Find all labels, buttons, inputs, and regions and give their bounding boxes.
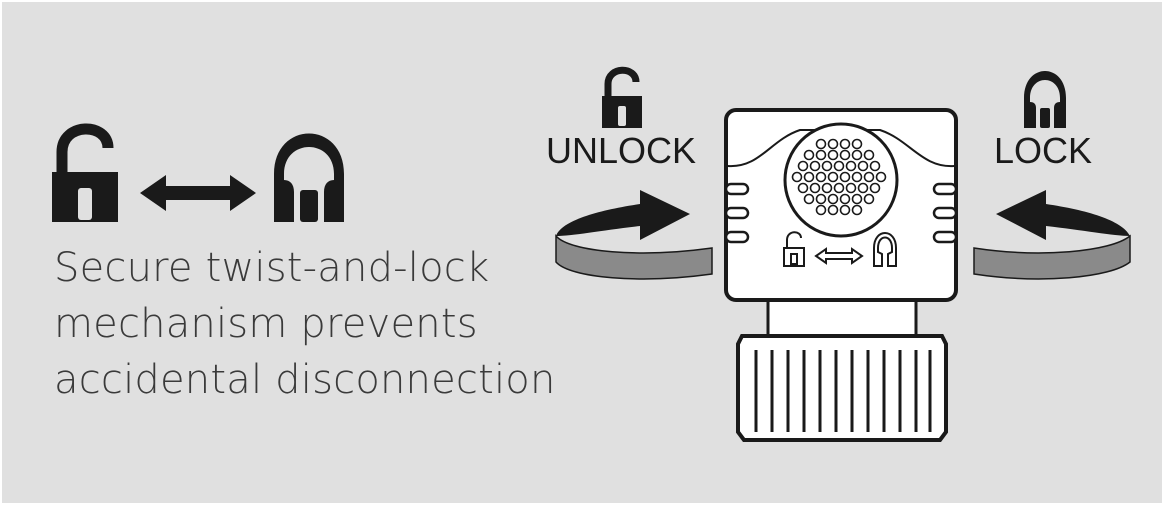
rotate-counterclockwise-arrow <box>973 190 1131 280</box>
housing-double-arrow-icon <box>814 247 864 265</box>
unlock-small-icon <box>602 66 642 128</box>
unlock-label: UNLOCK <box>546 130 697 171</box>
rotate-clockwise-arrow <box>555 190 713 280</box>
housing-unlock-icon <box>783 231 805 267</box>
caption-line-1: Secure twist-and-lock <box>54 245 490 291</box>
unlocked-padlock-icon <box>52 123 118 222</box>
housing-lock-icon <box>873 232 897 267</box>
feature-caption: Secure twist-and-lock mechanism prevents… <box>54 240 556 408</box>
lock-label: LOCK <box>994 130 1093 171</box>
caption-line-3: accidental disconnection <box>54 357 556 403</box>
lock-small-icon <box>1024 71 1066 128</box>
locked-padlock-icon <box>274 133 344 222</box>
connector-icon <box>724 108 958 442</box>
caption-line-2: mechanism prevents <box>54 301 478 347</box>
double-arrow-icon <box>140 175 256 211</box>
